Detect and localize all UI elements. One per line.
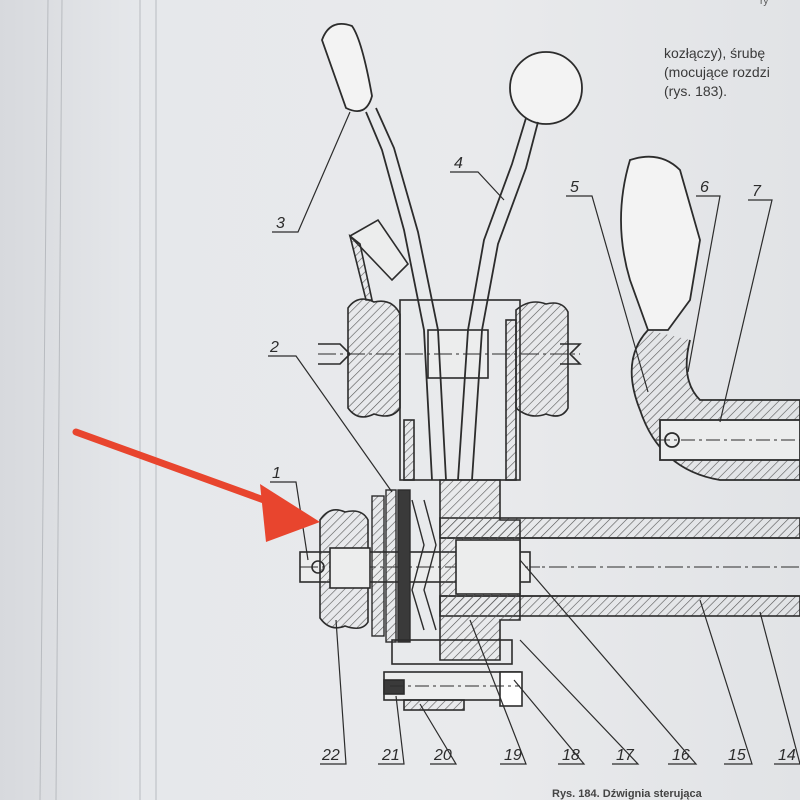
disk-stack xyxy=(371,489,437,643)
lever-4 xyxy=(457,51,583,481)
lever-3 xyxy=(321,22,447,481)
lever-6 xyxy=(620,155,800,481)
callout-5: 5 xyxy=(570,179,579,196)
callout-19: 19 xyxy=(504,747,522,764)
callout-7: 7 xyxy=(752,183,762,200)
callout-4: 4 xyxy=(454,155,463,172)
callout-6: 6 xyxy=(700,179,709,196)
page-header-fragment: ry xyxy=(760,0,769,7)
callout-17: 17 xyxy=(616,747,635,764)
callout-1: 1 xyxy=(272,465,281,482)
callout-16: 16 xyxy=(672,747,690,764)
upper-housing xyxy=(318,298,582,481)
callout-20: 20 xyxy=(433,747,452,764)
lower-bolt xyxy=(383,639,523,711)
latch xyxy=(348,218,410,301)
body-text-block: kozłączy), śrubę (mocujące rozdzi (rys. … xyxy=(664,44,800,101)
callout-21: 21 xyxy=(381,747,400,764)
page-margin-lines xyxy=(39,0,157,800)
callout-18: 18 xyxy=(562,747,580,764)
callout-3: 3 xyxy=(276,215,285,232)
leader-lines xyxy=(268,111,800,765)
clamp-knob xyxy=(319,509,371,630)
callout-22: 22 xyxy=(321,747,340,764)
callout-labels: 1 2 3 4 5 6 7 14 15 16 17 18 19 20 21 22 xyxy=(269,155,796,764)
body-text-line-2: (mocujące rozdzi xyxy=(664,64,770,80)
annotation-arrow xyxy=(72,428,320,542)
body-text-line-1: kozłączy), śrubę xyxy=(664,45,766,61)
callout-2: 2 xyxy=(269,339,279,356)
callout-15: 15 xyxy=(728,747,746,764)
callout-14: 14 xyxy=(778,747,796,764)
body-text-line-3: (rys. 183). xyxy=(664,83,728,99)
hub-body xyxy=(439,479,521,661)
figure-caption: Rys. 184. Dźwignia sterująca xyxy=(552,788,702,800)
